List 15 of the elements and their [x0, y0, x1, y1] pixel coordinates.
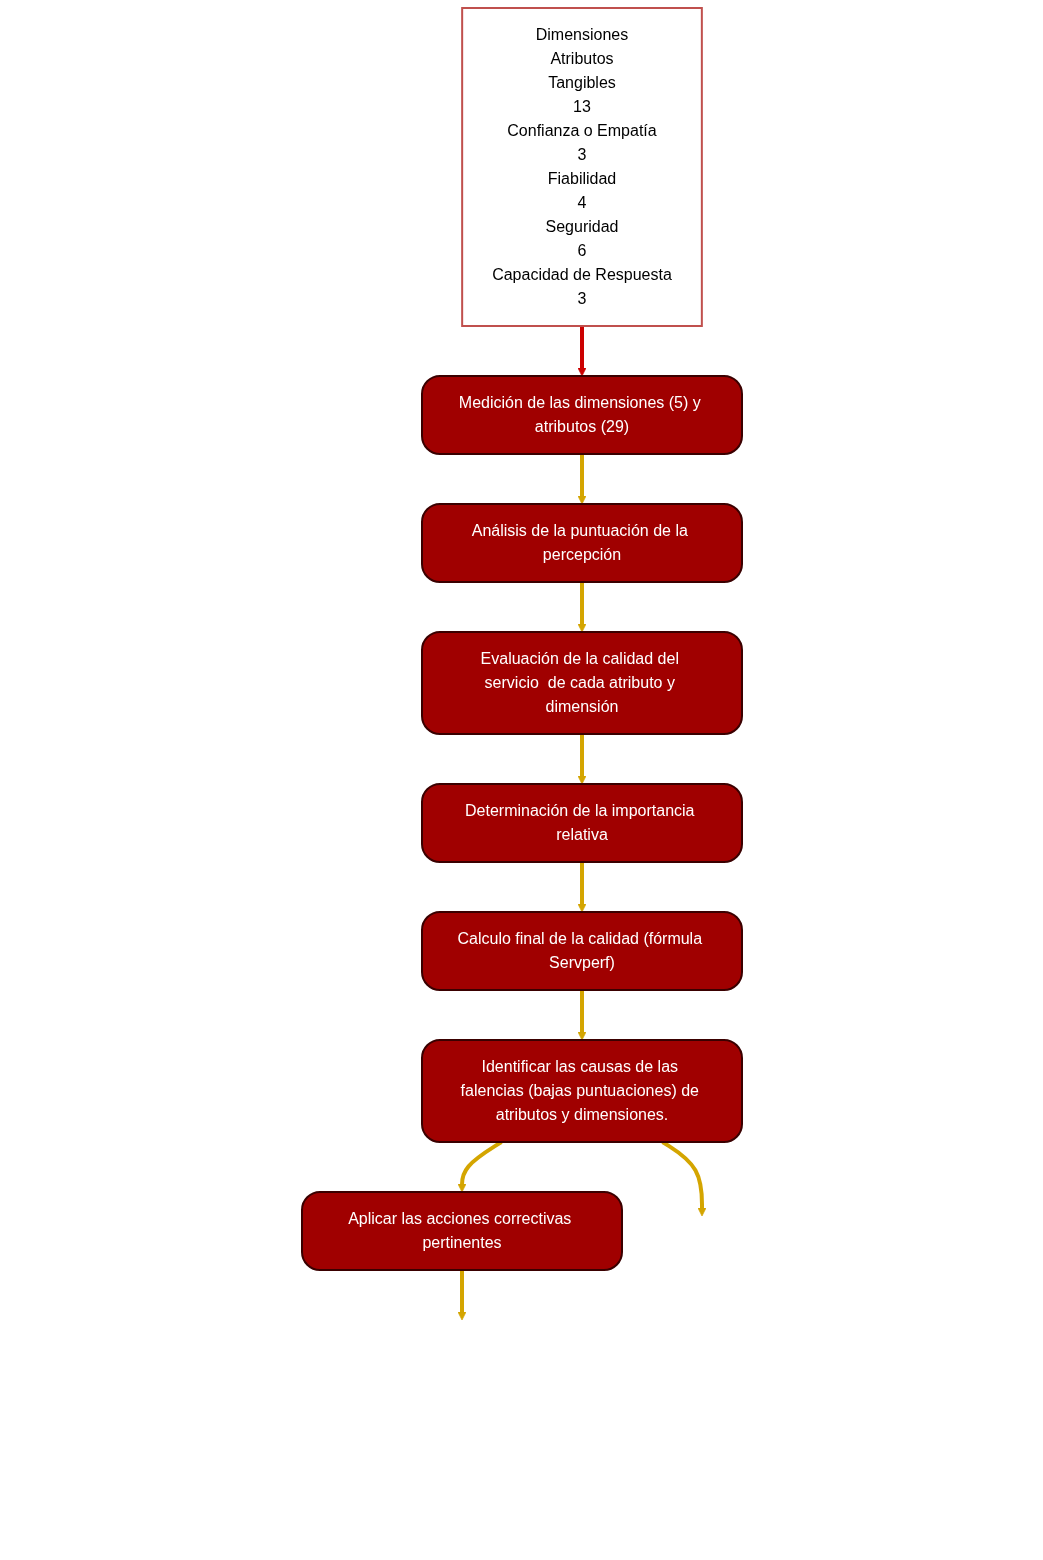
- arrow: [577, 454, 586, 505]
- arrow: [577, 734, 586, 785]
- arrow: [577, 862, 586, 913]
- node-box: Medición de las dimensiones (5) y atributos (29): [420, 375, 743, 455]
- node-box: Dimensiones Atributos Tangibles 13 Confianza o Empatía 3 Fiabilidad 4 Seguridad 6 Capacidad de Respuesta 3: [460, 7, 703, 327]
- node-box: Análisis de la puntuación de la percepción: [420, 503, 743, 583]
- node-box: Evaluación de la calidad del servicio de cada atributo y dimensión: [420, 631, 743, 735]
- arrow: [457, 1270, 466, 1321]
- arrow: [577, 582, 586, 633]
- arrow: [577, 326, 586, 377]
- node-box: Determinación de la importancia relativa: [420, 783, 743, 863]
- node-box: Identificar las causas de las falencias (bajas puntuaciones) de atributos y dimensiones.: [420, 1039, 743, 1143]
- node-box: Aplicar las acciones correctivas pertinentes: [300, 1191, 623, 1271]
- arrow: [577, 990, 586, 1041]
- node-box: Calculo final de la calidad (fórmula Servperf): [420, 911, 743, 991]
